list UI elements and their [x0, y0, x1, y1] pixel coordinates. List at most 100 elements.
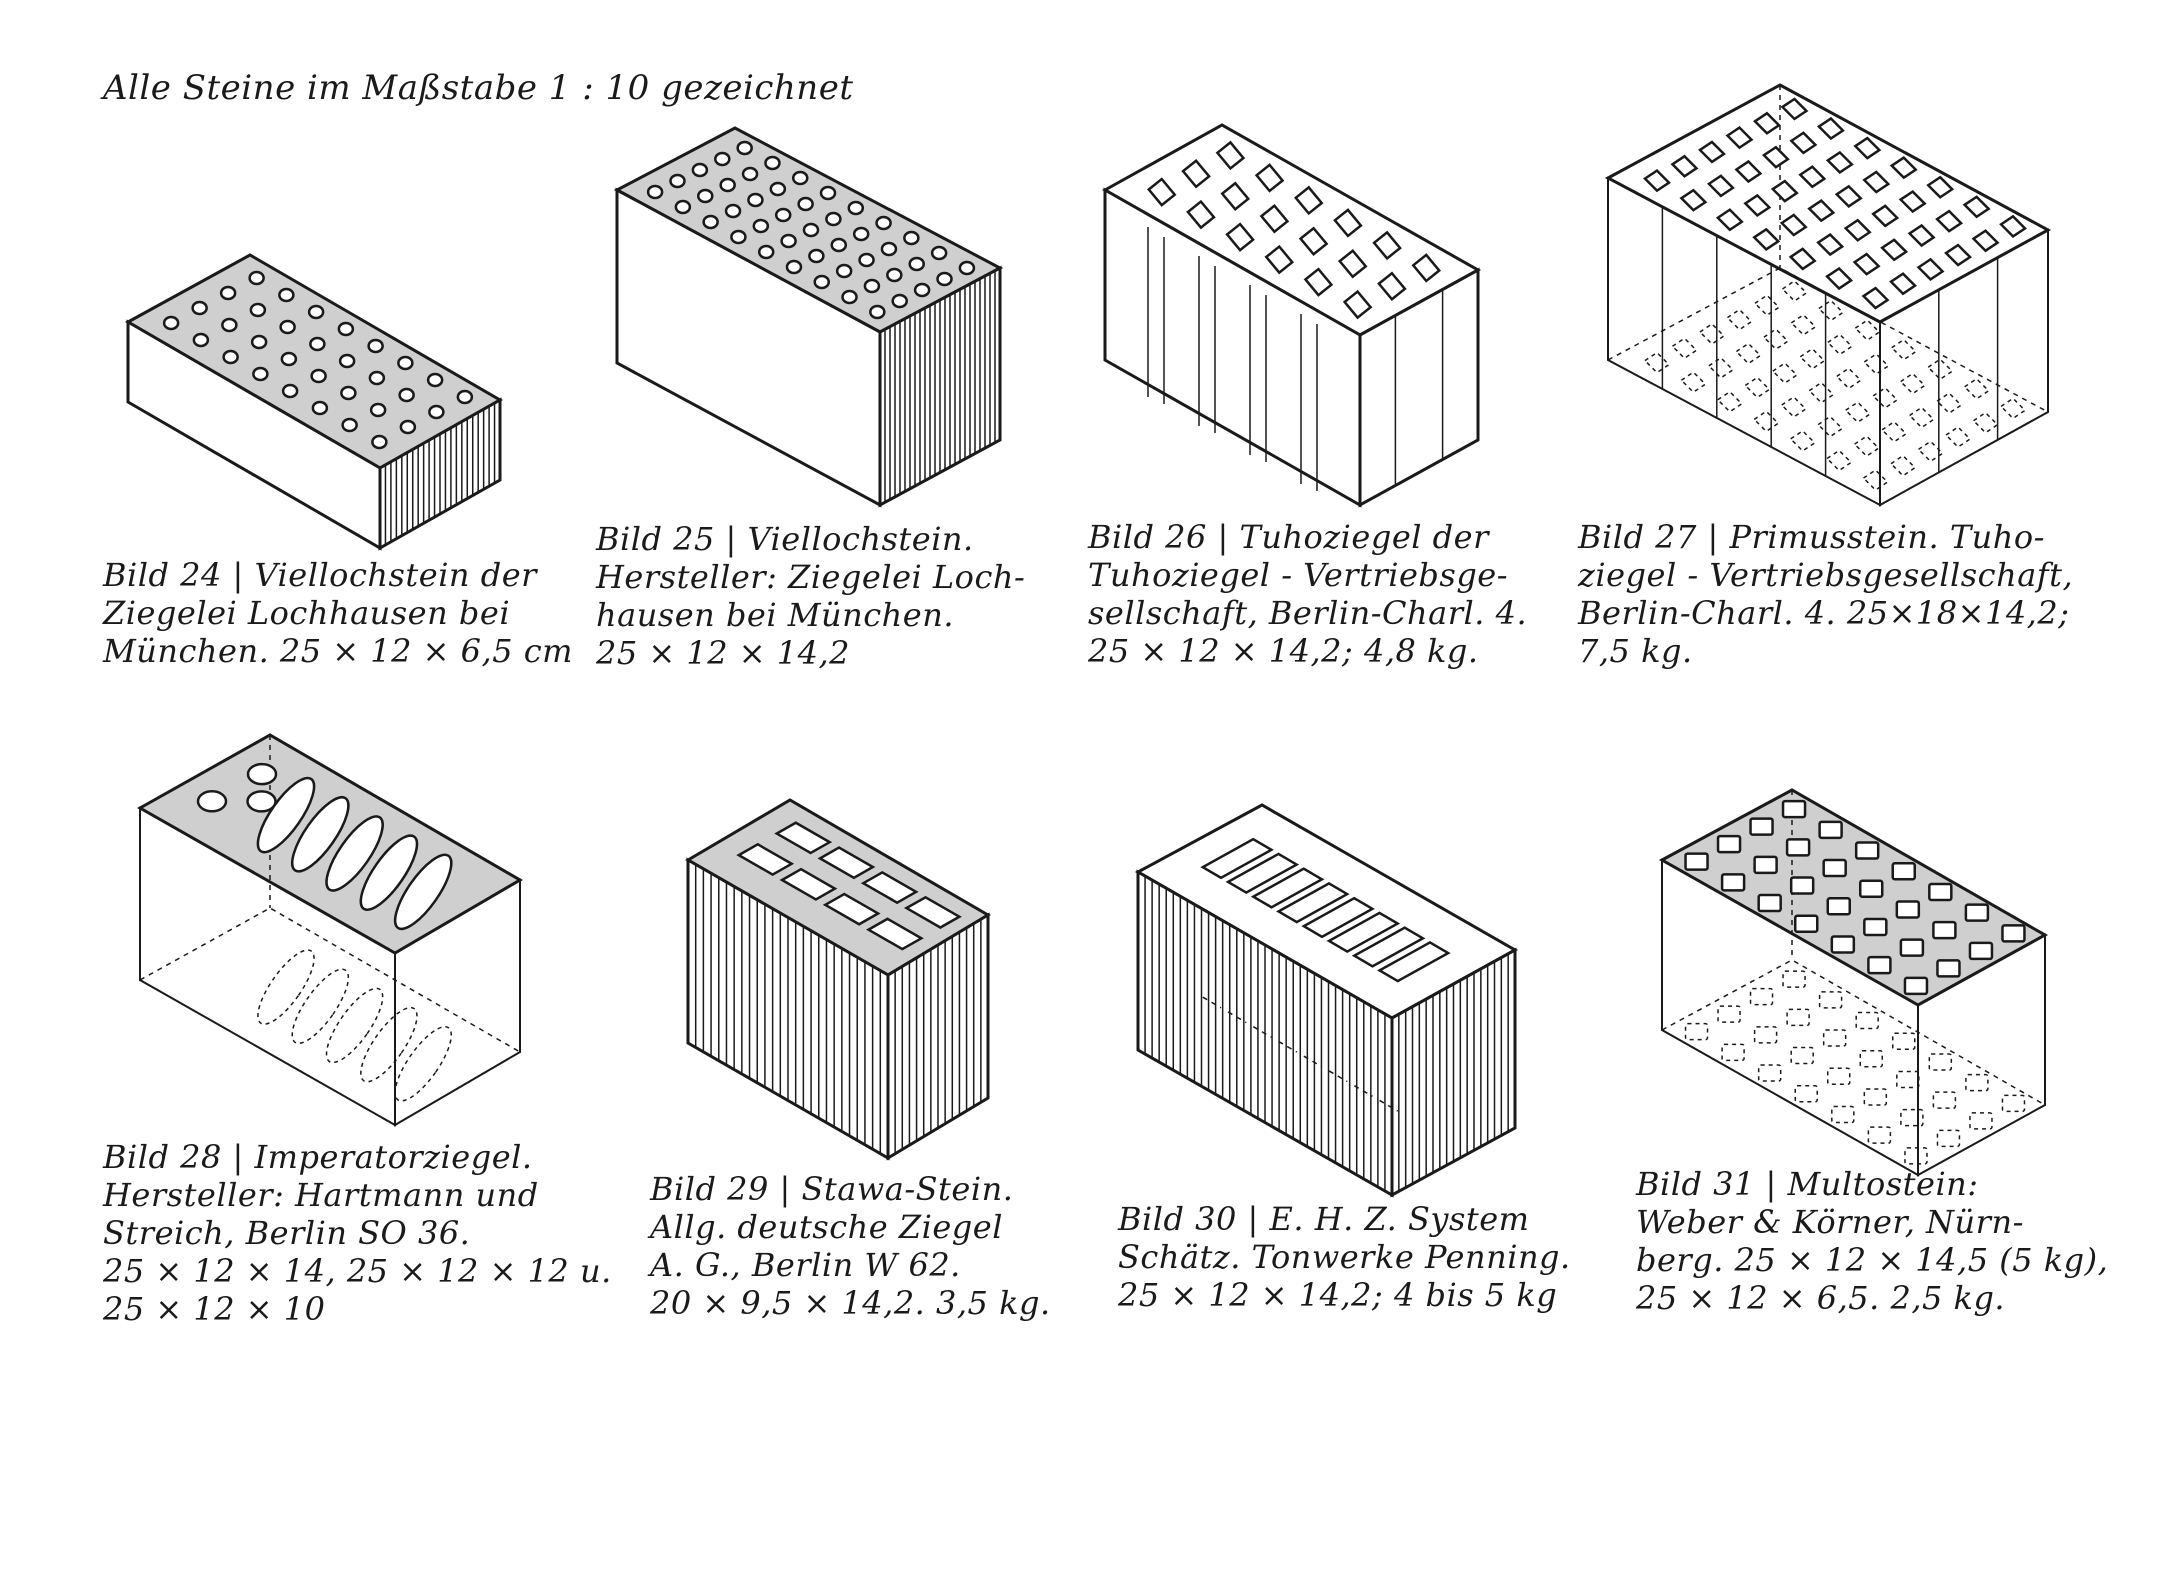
brick-hole: [646, 184, 664, 200]
brick-hole-hidden: [1932, 1091, 1957, 1109]
caption-bild-25: Bild 25 | Viellochstein. Hersteller: Zie…: [596, 520, 1025, 672]
brick-hole: [1817, 299, 1845, 322]
brick-hole: [1643, 351, 1671, 374]
brick-hole: [341, 417, 358, 433]
brick-hole: [1725, 126, 1754, 150]
brick-hole: [1903, 976, 1929, 996]
caption-line: Ziegelei Lochhausen bei: [103, 594, 511, 632]
brick-hole: [1861, 286, 1890, 310]
brick-hole-hidden: [1721, 1043, 1745, 1062]
brick-hole-hidden: [1782, 970, 1806, 988]
brick-hole: [847, 200, 865, 216]
brick-hole-hidden: [1794, 1085, 1818, 1103]
brick-hole: [830, 237, 848, 253]
brick-hole: [719, 177, 736, 193]
hidden-line: [1278, 1040, 1298, 1053]
brick-hole: [1972, 411, 1999, 434]
brick-hole: [1935, 209, 1964, 233]
brick-hole: [1377, 271, 1407, 301]
brick-hole: [865, 917, 924, 951]
brick-hole: [1680, 371, 1707, 394]
brick-hole: [1908, 406, 1935, 429]
brick-hole: [1794, 914, 1819, 933]
brick-hole: [1968, 941, 1994, 961]
brick-hole: [1753, 111, 1781, 135]
brick-hole: [1303, 267, 1334, 297]
brick-hole-hidden: [1896, 1070, 1920, 1089]
brick-hole: [456, 389, 474, 405]
caption-line: Bild 28 | Imperatorziegel.: [103, 1138, 533, 1176]
brick-hole: [1807, 199, 1836, 223]
brick-hole: [1276, 881, 1350, 924]
brick-hole: [1753, 855, 1778, 875]
brick-hole-hidden: [1818, 991, 1843, 1009]
brick-hole: [736, 140, 753, 156]
caption-line: Bild 30 | E. H. Z. System: [1118, 1200, 1530, 1238]
brick-hole: [1250, 867, 1325, 909]
brick-hole-hidden: [1892, 1032, 1916, 1050]
brick-hole: [252, 366, 269, 382]
caption-line: Bild 31 | Multostein:: [1636, 1165, 1979, 1203]
brick-hole: [1890, 338, 1917, 361]
brick-hole: [891, 293, 908, 309]
brick-hole: [1798, 165, 1827, 189]
brick-hole: [310, 368, 327, 384]
brick-hole: [1944, 243, 1972, 267]
brick-hole: [1926, 175, 1955, 199]
brick-hole: [191, 300, 208, 316]
brick-hole: [702, 214, 719, 230]
brick-hole: [1706, 174, 1735, 198]
brick-hole: [936, 271, 953, 287]
brick-hole: [1749, 817, 1774, 836]
brick-hole: [1264, 244, 1295, 275]
brick-hole: [1880, 238, 1909, 262]
brick-hole: [1716, 390, 1743, 413]
brick-hole: [1734, 159, 1763, 184]
caption-line: Bild 25 | Viellochstein.: [596, 520, 974, 558]
brick-hole: [1826, 333, 1853, 356]
hidden-line: [1379, 1099, 1399, 1112]
brick-hole: [1936, 959, 1961, 978]
brick-hole: [808, 248, 825, 264]
brick-hole: [822, 892, 881, 926]
caption-bild-28: Bild 28 | Imperatorziegel. Hersteller: H…: [103, 1138, 612, 1328]
brick-hole: [1889, 272, 1917, 296]
brick-hole: [1181, 159, 1211, 189]
brick-hole: [757, 244, 775, 260]
brick-hole: [1780, 396, 1807, 418]
brick-hole: [397, 355, 414, 371]
caption-line: Berlin-Charl. 4. 25×18×14,2;: [1578, 594, 2070, 632]
brick-hole: [747, 192, 764, 208]
brick-hole: [1835, 367, 1862, 390]
brick-hole-hidden: [1827, 1067, 1851, 1085]
brick-hole: [196, 790, 228, 813]
brick-hole: [1963, 377, 1990, 400]
brick-hole: [1880, 420, 1908, 443]
caption-line: ziegel - Vertriebsgesellschaft,: [1578, 556, 2074, 594]
caption-bild-24: Bild 24 | Viellochstein der Ziegelei Loc…: [103, 556, 573, 670]
brick-hole: [219, 285, 237, 301]
brick-hole: [398, 387, 415, 403]
hidden-line: [1328, 1070, 1348, 1083]
brick-hole: [1411, 253, 1442, 283]
brick-hole: [1916, 257, 1945, 281]
brick-hole-hidden: [1904, 1147, 1928, 1165]
brick-hole: [1698, 322, 1726, 345]
brick-hole: [279, 319, 296, 335]
brick-hole-hidden: [1969, 1112, 1993, 1130]
page-header: Alle Steine im Maßstabe 1 : 10 gezeichne…: [103, 68, 854, 108]
brick-hole: [1826, 897, 1851, 916]
hidden-line: [1252, 1026, 1272, 1038]
brick-hole: [393, 853, 453, 931]
brick-hole-hidden: [1753, 1026, 1778, 1044]
brick-hole: [819, 185, 837, 201]
brick-hole-hidden: [1928, 1053, 1953, 1071]
brick-hole-hidden: [360, 1006, 418, 1083]
brick-hole: [2001, 924, 2026, 943]
brick-hole: [1351, 926, 1426, 968]
brick-hole: [1298, 226, 1329, 256]
brick-hole: [1863, 353, 1890, 375]
brick-hole: [1843, 218, 1872, 242]
